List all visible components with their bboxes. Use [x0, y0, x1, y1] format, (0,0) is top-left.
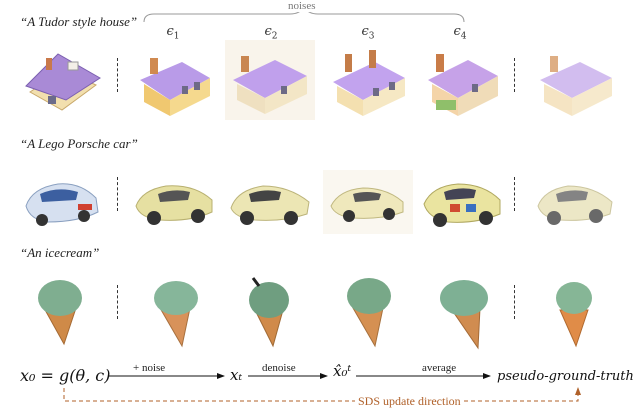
sds-update-direction-label: SDS update direction [355, 394, 464, 409]
